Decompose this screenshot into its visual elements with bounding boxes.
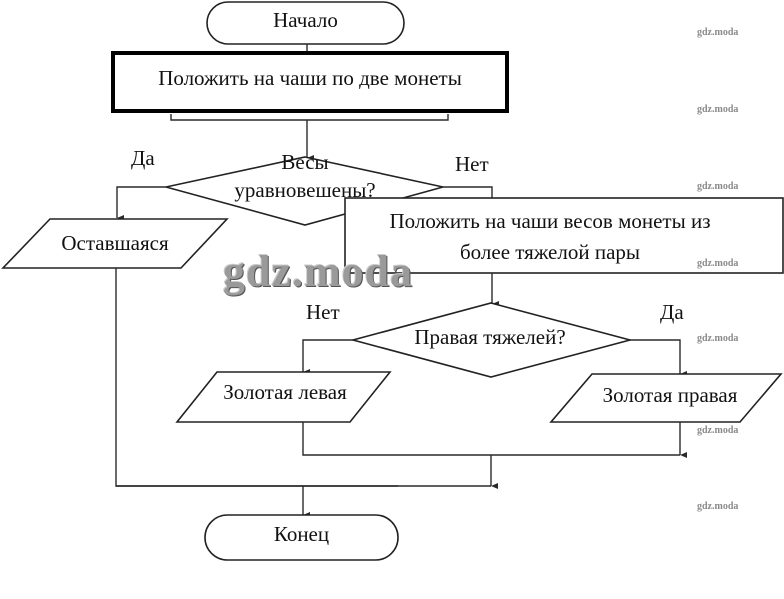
- output-right-shape: [549, 373, 783, 423]
- output-remaining-shape: [1, 218, 229, 269]
- output-right-label: Золотая правая: [602, 383, 738, 407]
- step2-box: [344, 197, 784, 274]
- watermark-small: gdz.moda: [697, 501, 739, 512]
- connector-decision2-no: [302, 339, 353, 375]
- end-terminator: [204, 514, 399, 561]
- connector-decision2-yes: [630, 339, 687, 377]
- end-label: Конец: [273, 522, 330, 546]
- watermark-small: gdz.moda: [697, 425, 739, 436]
- decision2-no-label: Нет: [306, 300, 340, 324]
- decision1-no-label: Нет: [455, 152, 489, 176]
- connector-left-merge: [302, 422, 680, 456]
- decision1-diamond: [165, 156, 444, 226]
- step1-label: Положить на чаши по две монеты: [158, 66, 462, 90]
- step1-box: [111, 51, 509, 113]
- decision2-yes-label: Да: [660, 300, 684, 324]
- output-left-shape: [175, 371, 392, 423]
- connector-decision1-no: [443, 186, 493, 198]
- step2-label-line2: более тяжелой пары: [459, 240, 641, 264]
- decision1-label-line2: уравновешены?: [234, 178, 376, 202]
- output-left-label: Золотая левая: [223, 380, 347, 404]
- watermark-small: gdz.moda: [697, 27, 739, 38]
- step2-label-line1: Положить на чаши весов монеты из: [389, 209, 711, 233]
- watermark-small: gdz.moda: [697, 104, 739, 115]
- watermark-small: gdz.moda: [697, 333, 739, 344]
- watermark-large: gdz.moda: [223, 247, 414, 296]
- output-remaining-label: Оставшаяся: [61, 231, 169, 255]
- step1-underline: [170, 114, 449, 121]
- decision1-label-line1: Весы: [281, 150, 329, 174]
- decision2-diamond: [349, 302, 634, 378]
- decision2-label: Правая тяжелей?: [414, 325, 566, 349]
- watermark-small: gdz.moda: [697, 181, 739, 192]
- connector-decision1-yes: [116, 186, 166, 221]
- decision1-yes-label: Да: [131, 146, 155, 170]
- watermark-small: gdz.moda: [697, 258, 739, 269]
- start-label: Начало: [273, 8, 338, 32]
- start-terminator: [206, 1, 405, 45]
